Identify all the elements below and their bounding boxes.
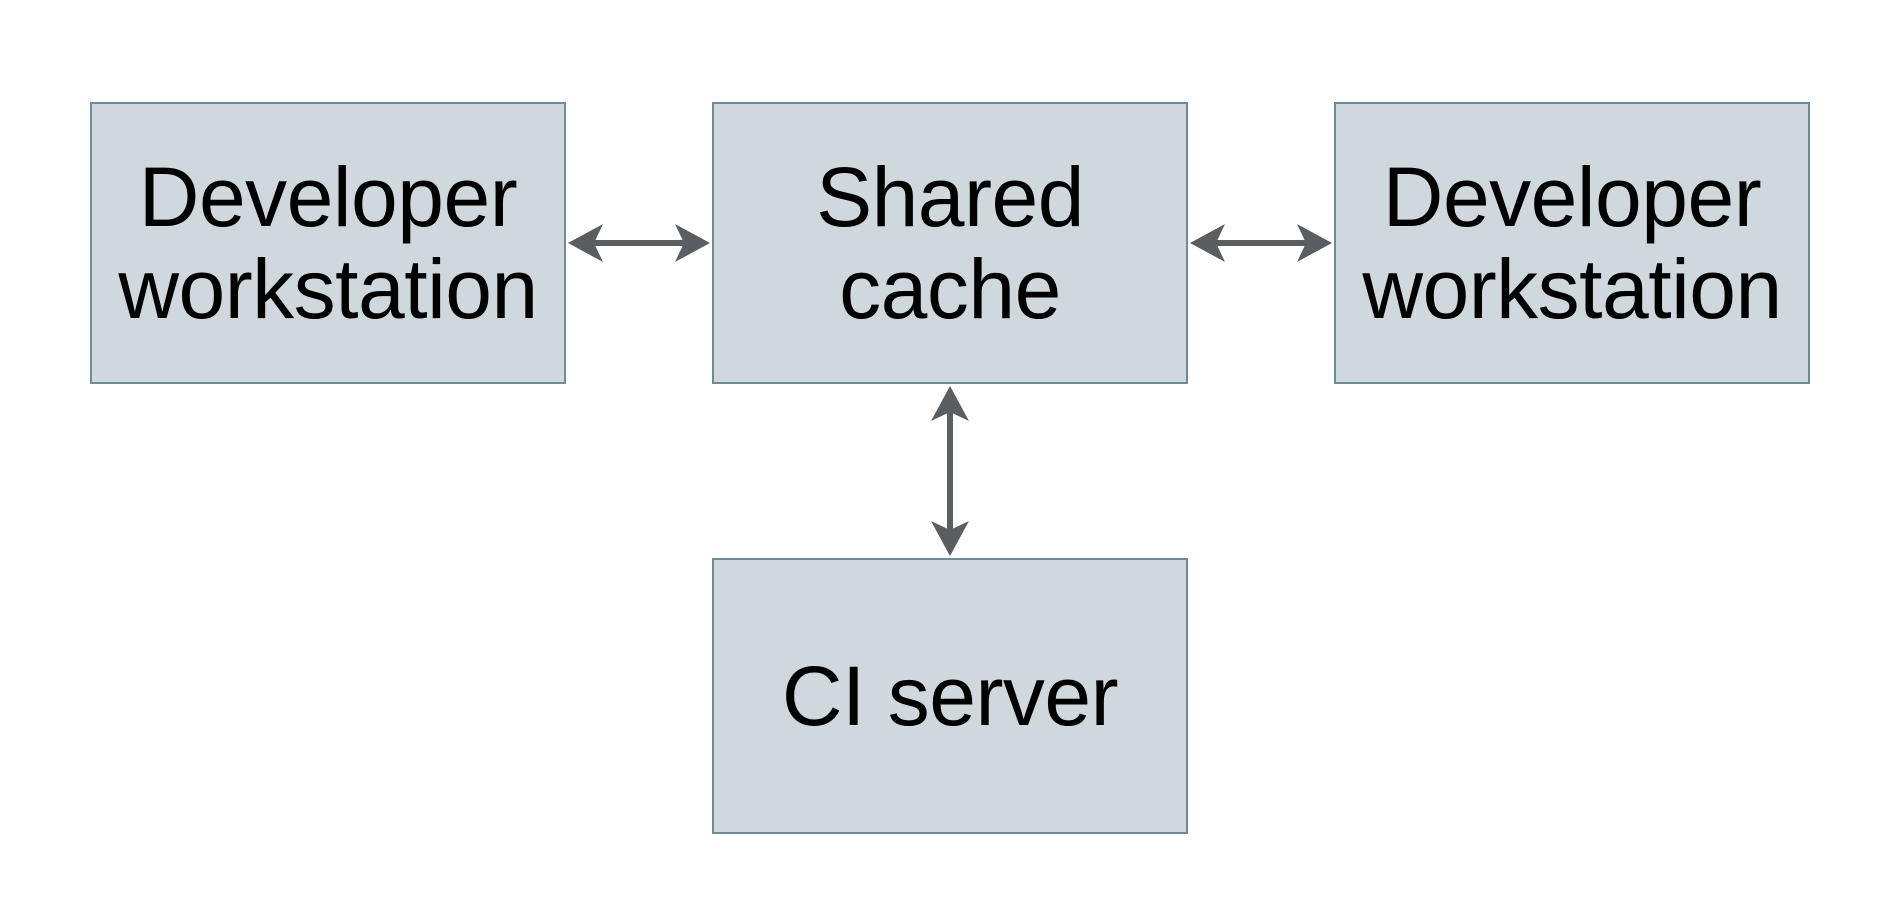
node-label: Developer workstation <box>1362 150 1782 336</box>
arrowhead-right-icon <box>1297 224 1332 262</box>
node-shared-cache: Shared cache <box>712 102 1188 384</box>
node-label: Shared cache <box>816 150 1084 336</box>
node-developer-workstation-right: Developer workstation <box>1334 102 1810 384</box>
edge-shared-cache-ci-server <box>931 386 969 556</box>
arrowhead-up-icon <box>931 386 969 421</box>
node-ci-server: CI server <box>712 558 1188 834</box>
edge-shared-cache-right-workstation <box>1190 224 1332 262</box>
arrowhead-down-icon <box>931 521 969 556</box>
edge-left-workstation-shared-cache <box>568 224 710 262</box>
node-developer-workstation-left: Developer workstation <box>90 102 566 384</box>
node-label: CI server <box>781 649 1119 743</box>
arrowhead-left-icon <box>568 224 603 262</box>
node-label: Developer workstation <box>118 150 538 336</box>
arrowhead-right-icon <box>675 224 710 262</box>
arrowhead-left-icon <box>1190 224 1225 262</box>
